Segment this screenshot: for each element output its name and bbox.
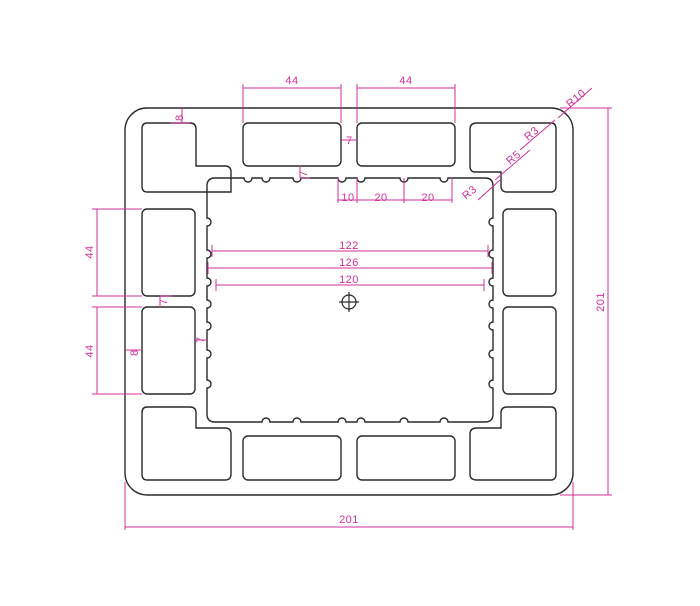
dimension-labels: 44 44 201 201 R10 R3 R5 R3 8 7 7 10 20 2… [84, 75, 607, 526]
chamber-bottom-right [469, 406, 557, 481]
dim-outer-width: 201 [339, 514, 359, 526]
chamber-bottom-center-left [242, 435, 342, 481]
dim-rib-inner: 7 [298, 170, 310, 177]
crosshair-circle-icon [339, 292, 359, 312]
chamber-left-upper [141, 208, 196, 297]
dim-inner-122: 122 [339, 240, 359, 252]
dim-notch-20b: 20 [421, 192, 434, 204]
chamber-top-center-right [356, 122, 456, 167]
dimension-lines [92, 84, 612, 530]
dim-side-lower: 44 [84, 344, 96, 357]
profile-outline [124, 107, 574, 496]
chamber-right-lower [502, 306, 557, 395]
dim-top-slot-right: 44 [399, 75, 412, 87]
dim-radius-web: R5 [504, 148, 523, 167]
dim-radius-inner: R3 [522, 124, 541, 143]
chamber-top-left [141, 122, 232, 193]
chamber-top-right [469, 122, 557, 193]
chamber-top-center-left [242, 122, 342, 167]
dim-rib-left-upper: 7 [158, 298, 170, 305]
dim-side-upper: 44 [84, 245, 96, 258]
dim-radius-outer: R10 [564, 87, 588, 110]
central-cavity [206, 177, 494, 423]
dim-inner-120: 120 [339, 274, 359, 286]
chamber-bottom-left [141, 406, 232, 481]
chamber-bottom-center-right [356, 435, 456, 481]
dim-notch-10: 10 [341, 192, 354, 204]
dim-wall-top-left: 8 [174, 114, 186, 121]
dim-outer-height: 201 [595, 292, 607, 312]
dim-rib-top: 7 [346, 135, 353, 147]
dim-top-slot-left: 44 [285, 75, 298, 87]
dim-wall-left: 8 [129, 349, 141, 356]
chamber-right-upper [502, 208, 557, 297]
chamber-left-lower [141, 306, 196, 395]
dim-inner-126: 126 [339, 257, 359, 269]
dim-radius-cavity: R3 [460, 183, 479, 202]
dim-rib-left-lower: 7 [195, 336, 207, 343]
outer-boundary [124, 107, 574, 496]
dim-notch-20a: 20 [374, 192, 387, 204]
